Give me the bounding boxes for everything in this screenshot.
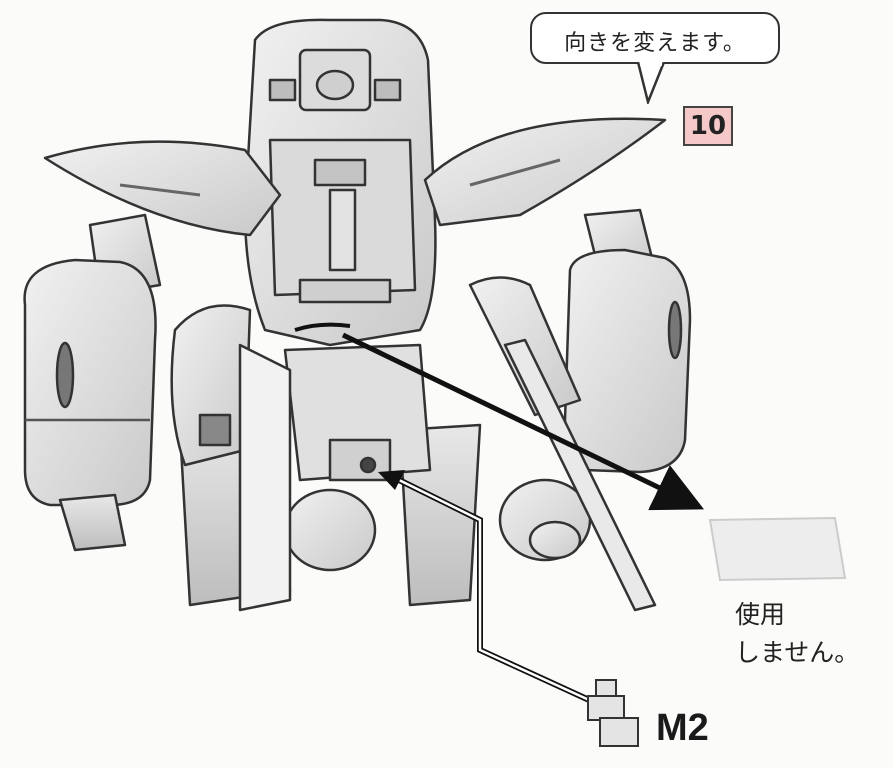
instruction-bubble: 向きを変えます。 (530, 12, 780, 64)
m2-part-icon (587, 679, 639, 747)
left-shoulder-wing (43, 140, 282, 237)
part-code-label: M2 (656, 707, 709, 749)
left-forearm (23, 258, 157, 507)
removal-arrow (341, 332, 705, 511)
step-number: 10 (689, 111, 727, 141)
waist-block (283, 343, 432, 482)
left-knee (283, 488, 377, 572)
bubble-text: 向きを変えます。 (564, 31, 746, 56)
removed-part-location (294, 322, 351, 332)
left-blade (238, 343, 292, 612)
right-beam-staff (503, 338, 657, 612)
unused-label-line1: 使用 (735, 600, 786, 629)
unused-label-line2: しません。 (735, 638, 860, 667)
right-forearm (563, 248, 692, 474)
unused-part-swatch (708, 516, 847, 582)
bubble-tail (636, 62, 666, 104)
right-shoulder-wing (423, 117, 667, 227)
step-number-badge: 10 (683, 106, 733, 146)
unused-part-label: 使用 しません。 (735, 596, 859, 672)
m2-attach-point (359, 456, 377, 474)
left-hand (58, 493, 127, 552)
